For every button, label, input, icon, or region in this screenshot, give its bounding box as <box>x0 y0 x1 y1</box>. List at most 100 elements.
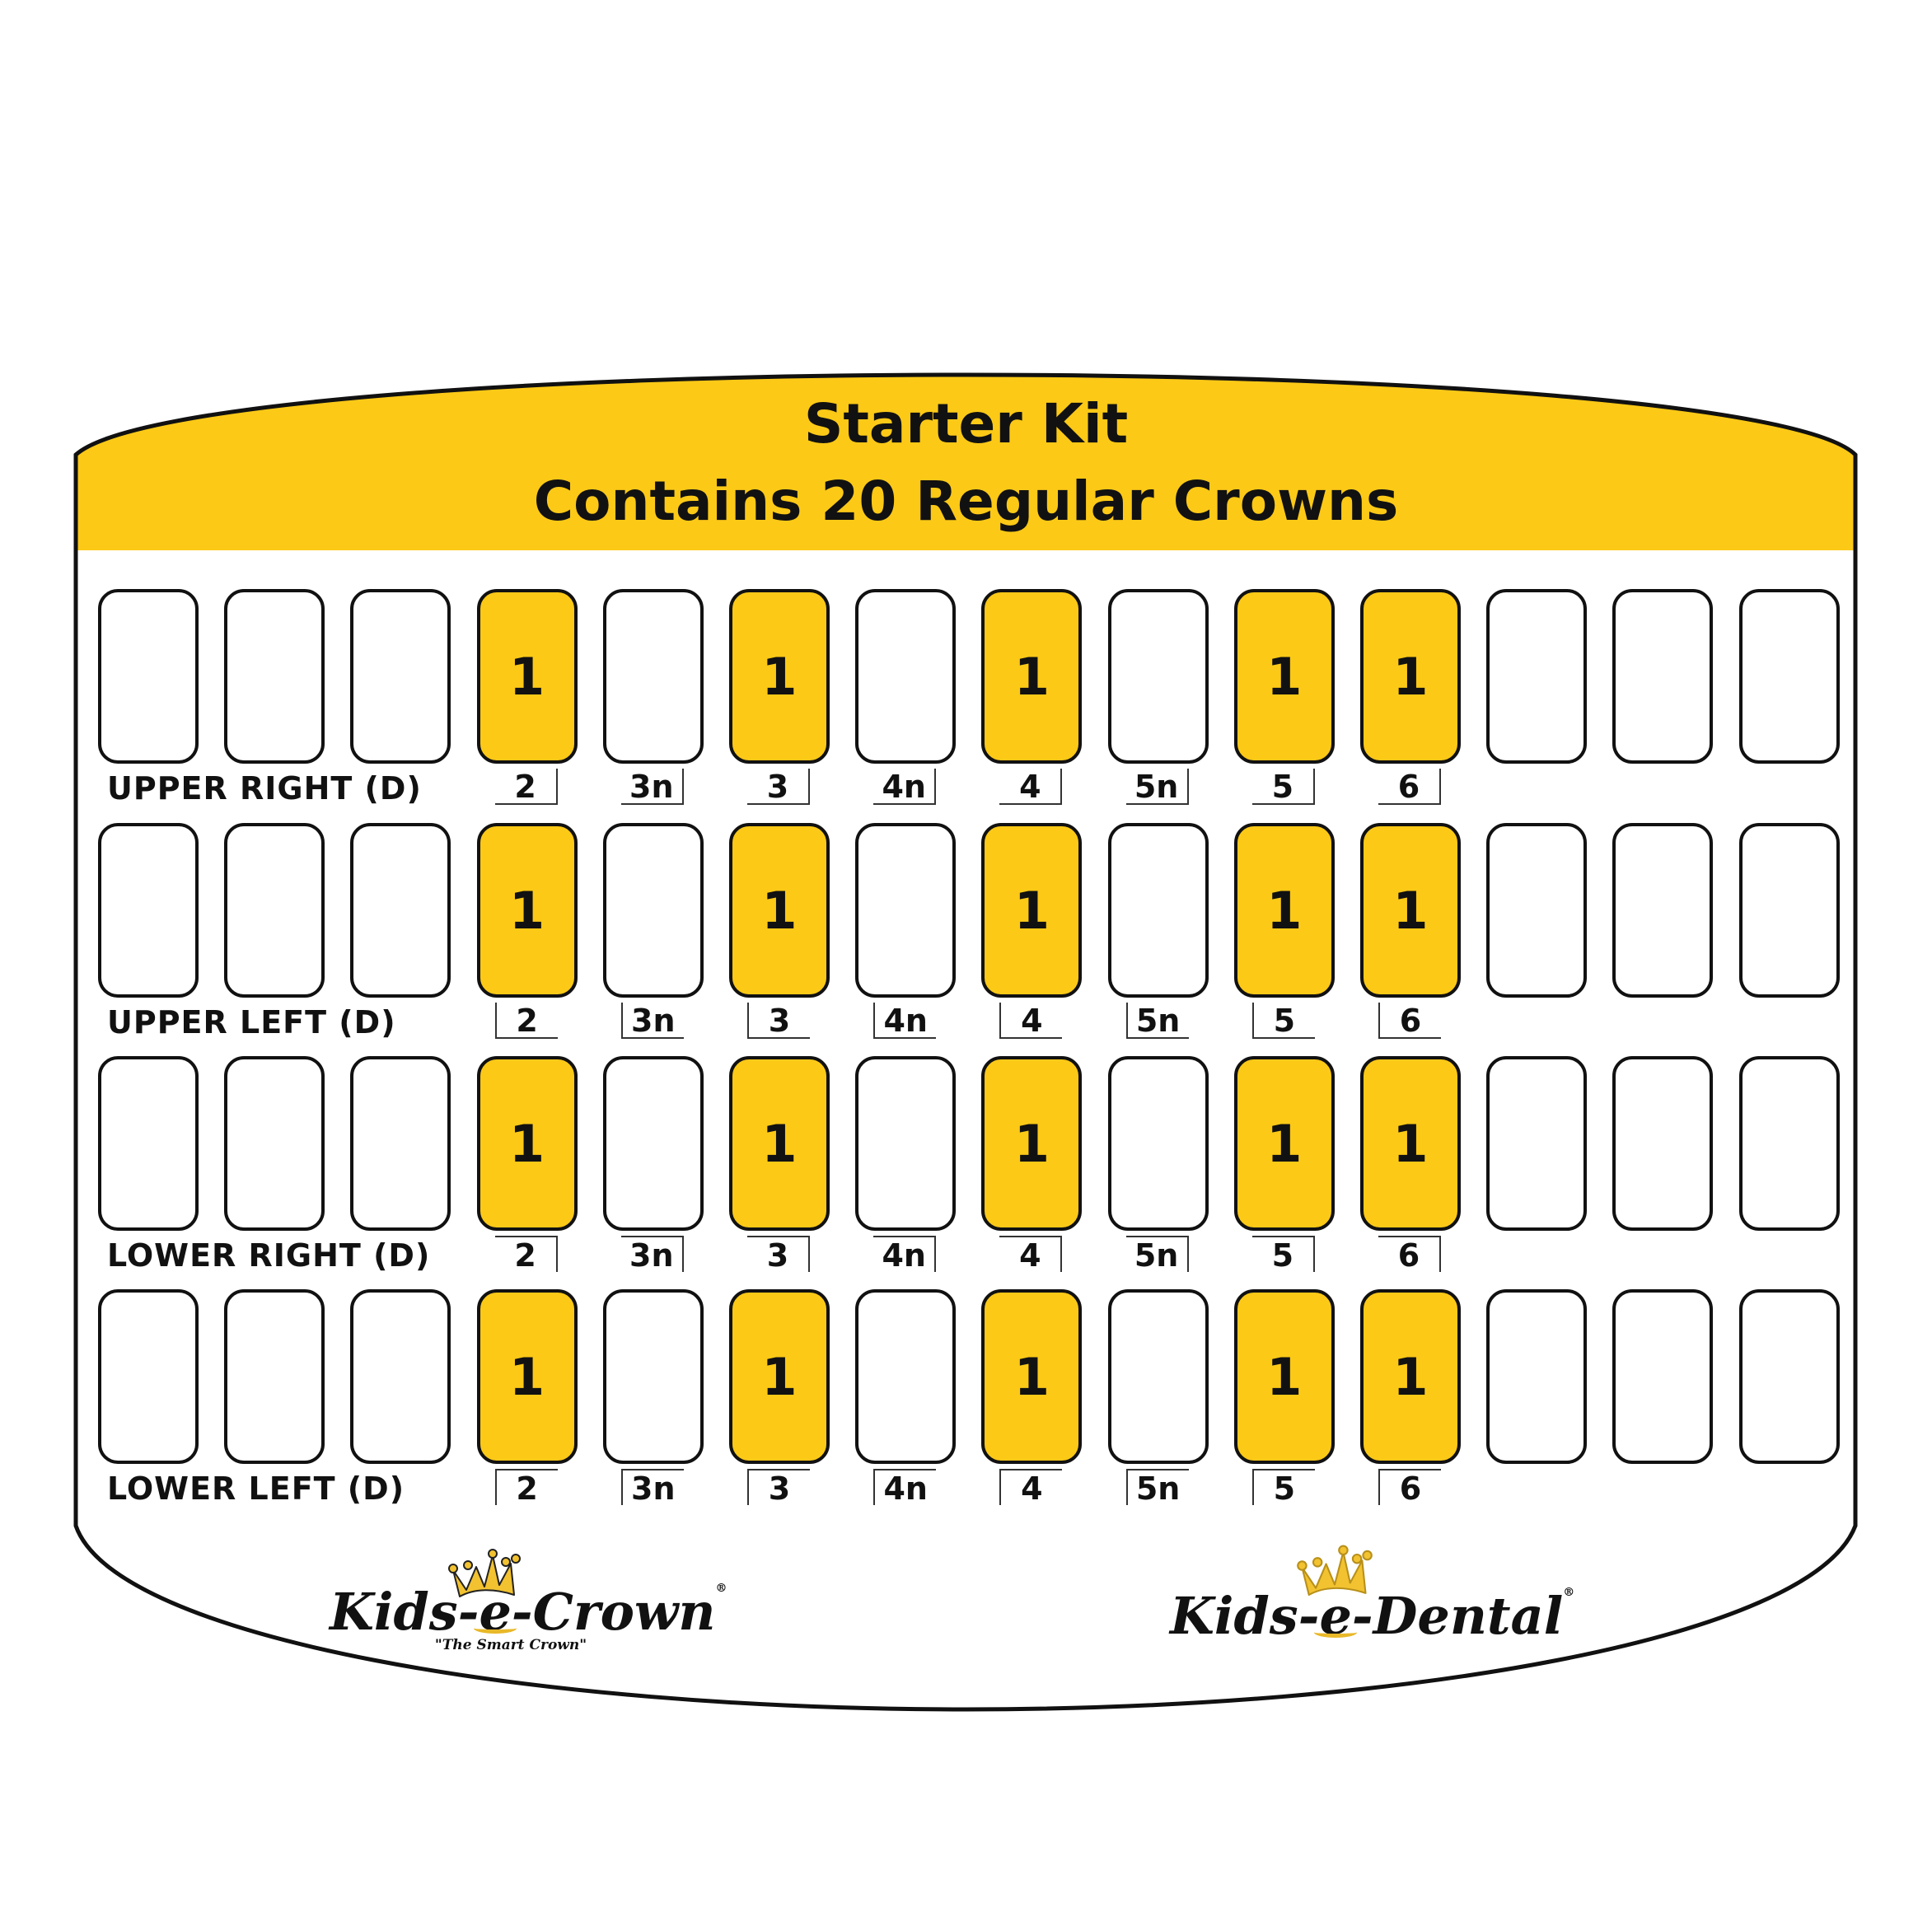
size-label: 6 <box>1378 1236 1441 1274</box>
crown-slot-filled: 1 <box>729 823 830 998</box>
crown-slot-empty <box>98 1056 199 1231</box>
slot-quantity: 1 <box>1392 646 1429 707</box>
row-label: LOWER LEFT (D) <box>107 1470 405 1507</box>
crown-slot-filled: 1 <box>476 589 578 764</box>
crown-slot-empty <box>1486 1289 1588 1464</box>
size-label: 3n <box>620 769 684 805</box>
crown-slot-empty <box>602 589 704 764</box>
size-label: 3n <box>620 1003 684 1039</box>
logo-text-pre: Kids- <box>330 1582 479 1642</box>
size-label: 3 <box>747 769 810 805</box>
size-label: 5n <box>1125 1469 1189 1507</box>
crown-slot-empty <box>1738 1289 1840 1464</box>
size-label: 6 <box>1378 769 1441 805</box>
crown-slot-empty <box>224 823 325 998</box>
crown-slot-empty <box>1612 823 1714 998</box>
crown-slot-empty <box>350 589 451 764</box>
logo-tagline: "The Smart Crown" <box>434 1637 587 1653</box>
kids-e-dental-logo: Kids-e-Dental® <box>1170 1545 1574 1646</box>
kit-title: Starter Kit <box>803 392 1129 456</box>
size-label: 6 <box>1378 1469 1441 1507</box>
size-label: 5 <box>1251 769 1315 805</box>
slot-quantity: 1 <box>1266 1346 1303 1407</box>
registered-mark: ® <box>1563 1586 1575 1599</box>
size-label: 5 <box>1251 1003 1315 1039</box>
crown-slot-empty <box>350 1056 451 1231</box>
slot-quantity: 1 <box>1013 646 1050 707</box>
crown-slot-filled: 1 <box>476 823 578 998</box>
size-label: 4 <box>999 769 1063 805</box>
crown-slot-empty <box>1612 1056 1714 1231</box>
crown-slot-filled: 1 <box>476 1289 578 1464</box>
slot-quantity: 1 <box>509 1113 545 1174</box>
size-label: 3 <box>747 1469 810 1507</box>
crown-slot-empty <box>350 823 451 998</box>
size-label: 6 <box>1378 1003 1441 1039</box>
crown-slot-empty <box>1612 1289 1714 1464</box>
size-label: 4 <box>999 1003 1063 1039</box>
size-label: 5n <box>1125 769 1189 805</box>
slot-quantity: 1 <box>1266 1113 1303 1174</box>
crown-slot-empty <box>98 589 199 764</box>
slot-quantity: 1 <box>1013 880 1050 941</box>
crown-slot-empty <box>602 1289 704 1464</box>
size-label: 4n <box>873 1003 937 1039</box>
size-label: 3 <box>747 1003 810 1039</box>
slot-quantity: 1 <box>509 1346 545 1407</box>
size-label: 2 <box>494 1469 558 1507</box>
size-label: 4n <box>873 769 937 805</box>
crown-slot-empty <box>1738 1056 1840 1231</box>
size-label: 5 <box>1251 1236 1315 1274</box>
crown-slot-empty <box>1486 1056 1588 1231</box>
size-label: 3n <box>620 1469 684 1507</box>
size-label: 4 <box>999 1236 1063 1274</box>
crown-slot-empty <box>1107 1056 1209 1231</box>
slot-quantity: 1 <box>761 646 798 707</box>
crown-slot-empty <box>855 1289 957 1464</box>
slot-quantity: 1 <box>1266 880 1303 941</box>
size-label: 3 <box>747 1236 810 1274</box>
crown-slot-filled: 1 <box>476 1056 578 1231</box>
crown-slot-filled: 1 <box>1233 823 1335 998</box>
slot-quantity: 1 <box>1266 646 1303 707</box>
crown-slot-filled: 1 <box>1233 589 1335 764</box>
size-label: 4n <box>873 1469 937 1507</box>
size-label: 5n <box>1125 1003 1189 1039</box>
size-label: 2 <box>494 1003 558 1039</box>
kids-e-crown-logo: Kids-e-Crown® "The Smart Crown" <box>330 1549 727 1653</box>
size-label: 5n <box>1125 1236 1189 1274</box>
crown-slot-filled: 1 <box>1360 589 1461 764</box>
crown-slot-filled: 1 <box>729 1056 830 1231</box>
logo-text-e: e <box>1314 1586 1358 1646</box>
crown-slot-empty <box>1612 589 1714 764</box>
crown-slot-filled: 1 <box>729 1289 830 1464</box>
crown-slot-empty <box>224 1289 325 1464</box>
slot-quantity: 1 <box>509 646 545 707</box>
crown-slot-empty <box>98 1289 199 1464</box>
crown-slot-empty <box>602 1056 704 1231</box>
slot-quantity: 1 <box>1392 880 1429 941</box>
slot-quantity: 1 <box>1392 1113 1429 1174</box>
crown-slot-empty <box>224 589 325 764</box>
crown-slot-empty <box>1486 823 1588 998</box>
crown-slot-filled: 1 <box>981 823 1083 998</box>
size-label: 2 <box>494 1236 558 1274</box>
kit-subtitle: Contains 20 Regular Crowns <box>533 470 1399 533</box>
crown-slot-filled: 1 <box>1233 1056 1335 1231</box>
crown-slot-empty <box>1738 823 1840 998</box>
slot-quantity: 1 <box>761 880 798 941</box>
crown-icon <box>448 1549 521 1597</box>
crown-slot-empty <box>1107 1289 1209 1464</box>
crown-icon <box>1297 1545 1373 1597</box>
slot-quantity: 1 <box>1013 1346 1050 1407</box>
crown-slot-empty <box>350 1289 451 1464</box>
size-label: 4 <box>999 1469 1063 1507</box>
slot-quantity: 1 <box>761 1113 798 1174</box>
size-label: 2 <box>494 769 558 805</box>
crown-slot-filled: 1 <box>981 589 1083 764</box>
crown-slot-filled: 1 <box>1360 1289 1461 1464</box>
crown-slot-empty <box>1107 589 1209 764</box>
crown-slot-empty <box>855 1056 957 1231</box>
crown-slot-filled: 1 <box>1360 823 1461 998</box>
logo-text-e: e <box>474 1582 517 1642</box>
